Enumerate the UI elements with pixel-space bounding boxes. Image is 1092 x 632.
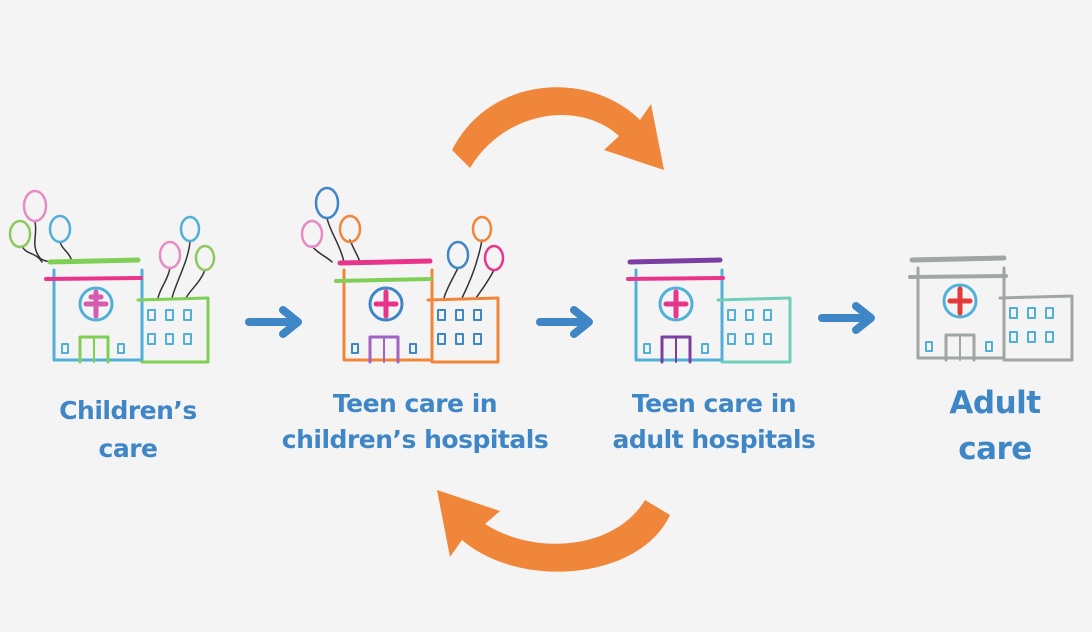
label-childrens-care-line-1: Children’s xyxy=(59,396,197,425)
cycle-arrow-bottom xyxy=(437,490,670,572)
label-teen-care-childrens-line-1: Teen care in xyxy=(332,389,498,418)
label-teen-care-childrens-line-2: children’s hospitals xyxy=(281,425,549,454)
cycle-arrow-top xyxy=(452,87,664,170)
hospital-adult-care-icon xyxy=(908,255,1074,362)
hospital-teen-care-adult-icon xyxy=(626,257,792,364)
flow-arrow-1 xyxy=(245,306,302,338)
hospital-childrens-care-icon xyxy=(8,189,216,364)
label-adult-care-line-1: Adult xyxy=(949,385,1041,421)
label-teen-care-adult-line-2: adult hospitals xyxy=(612,425,816,454)
hospital-teen-care-childrens-icon xyxy=(300,186,505,364)
flow-arrow-2 xyxy=(536,306,593,338)
label-teen-care-childrens: Teen care in children’s hospitals xyxy=(270,386,560,458)
label-adult-care: Adult care xyxy=(900,380,1090,472)
label-childrens-care: Children’s care xyxy=(40,392,216,468)
label-adult-care-line-2: care xyxy=(958,431,1032,467)
label-teen-care-adult: Teen care in adult hospitals xyxy=(594,386,834,458)
flow-arrow-3 xyxy=(818,302,875,334)
label-childrens-care-line-2: care xyxy=(98,434,158,463)
label-teen-care-adult-line-1: Teen care in xyxy=(631,389,797,418)
